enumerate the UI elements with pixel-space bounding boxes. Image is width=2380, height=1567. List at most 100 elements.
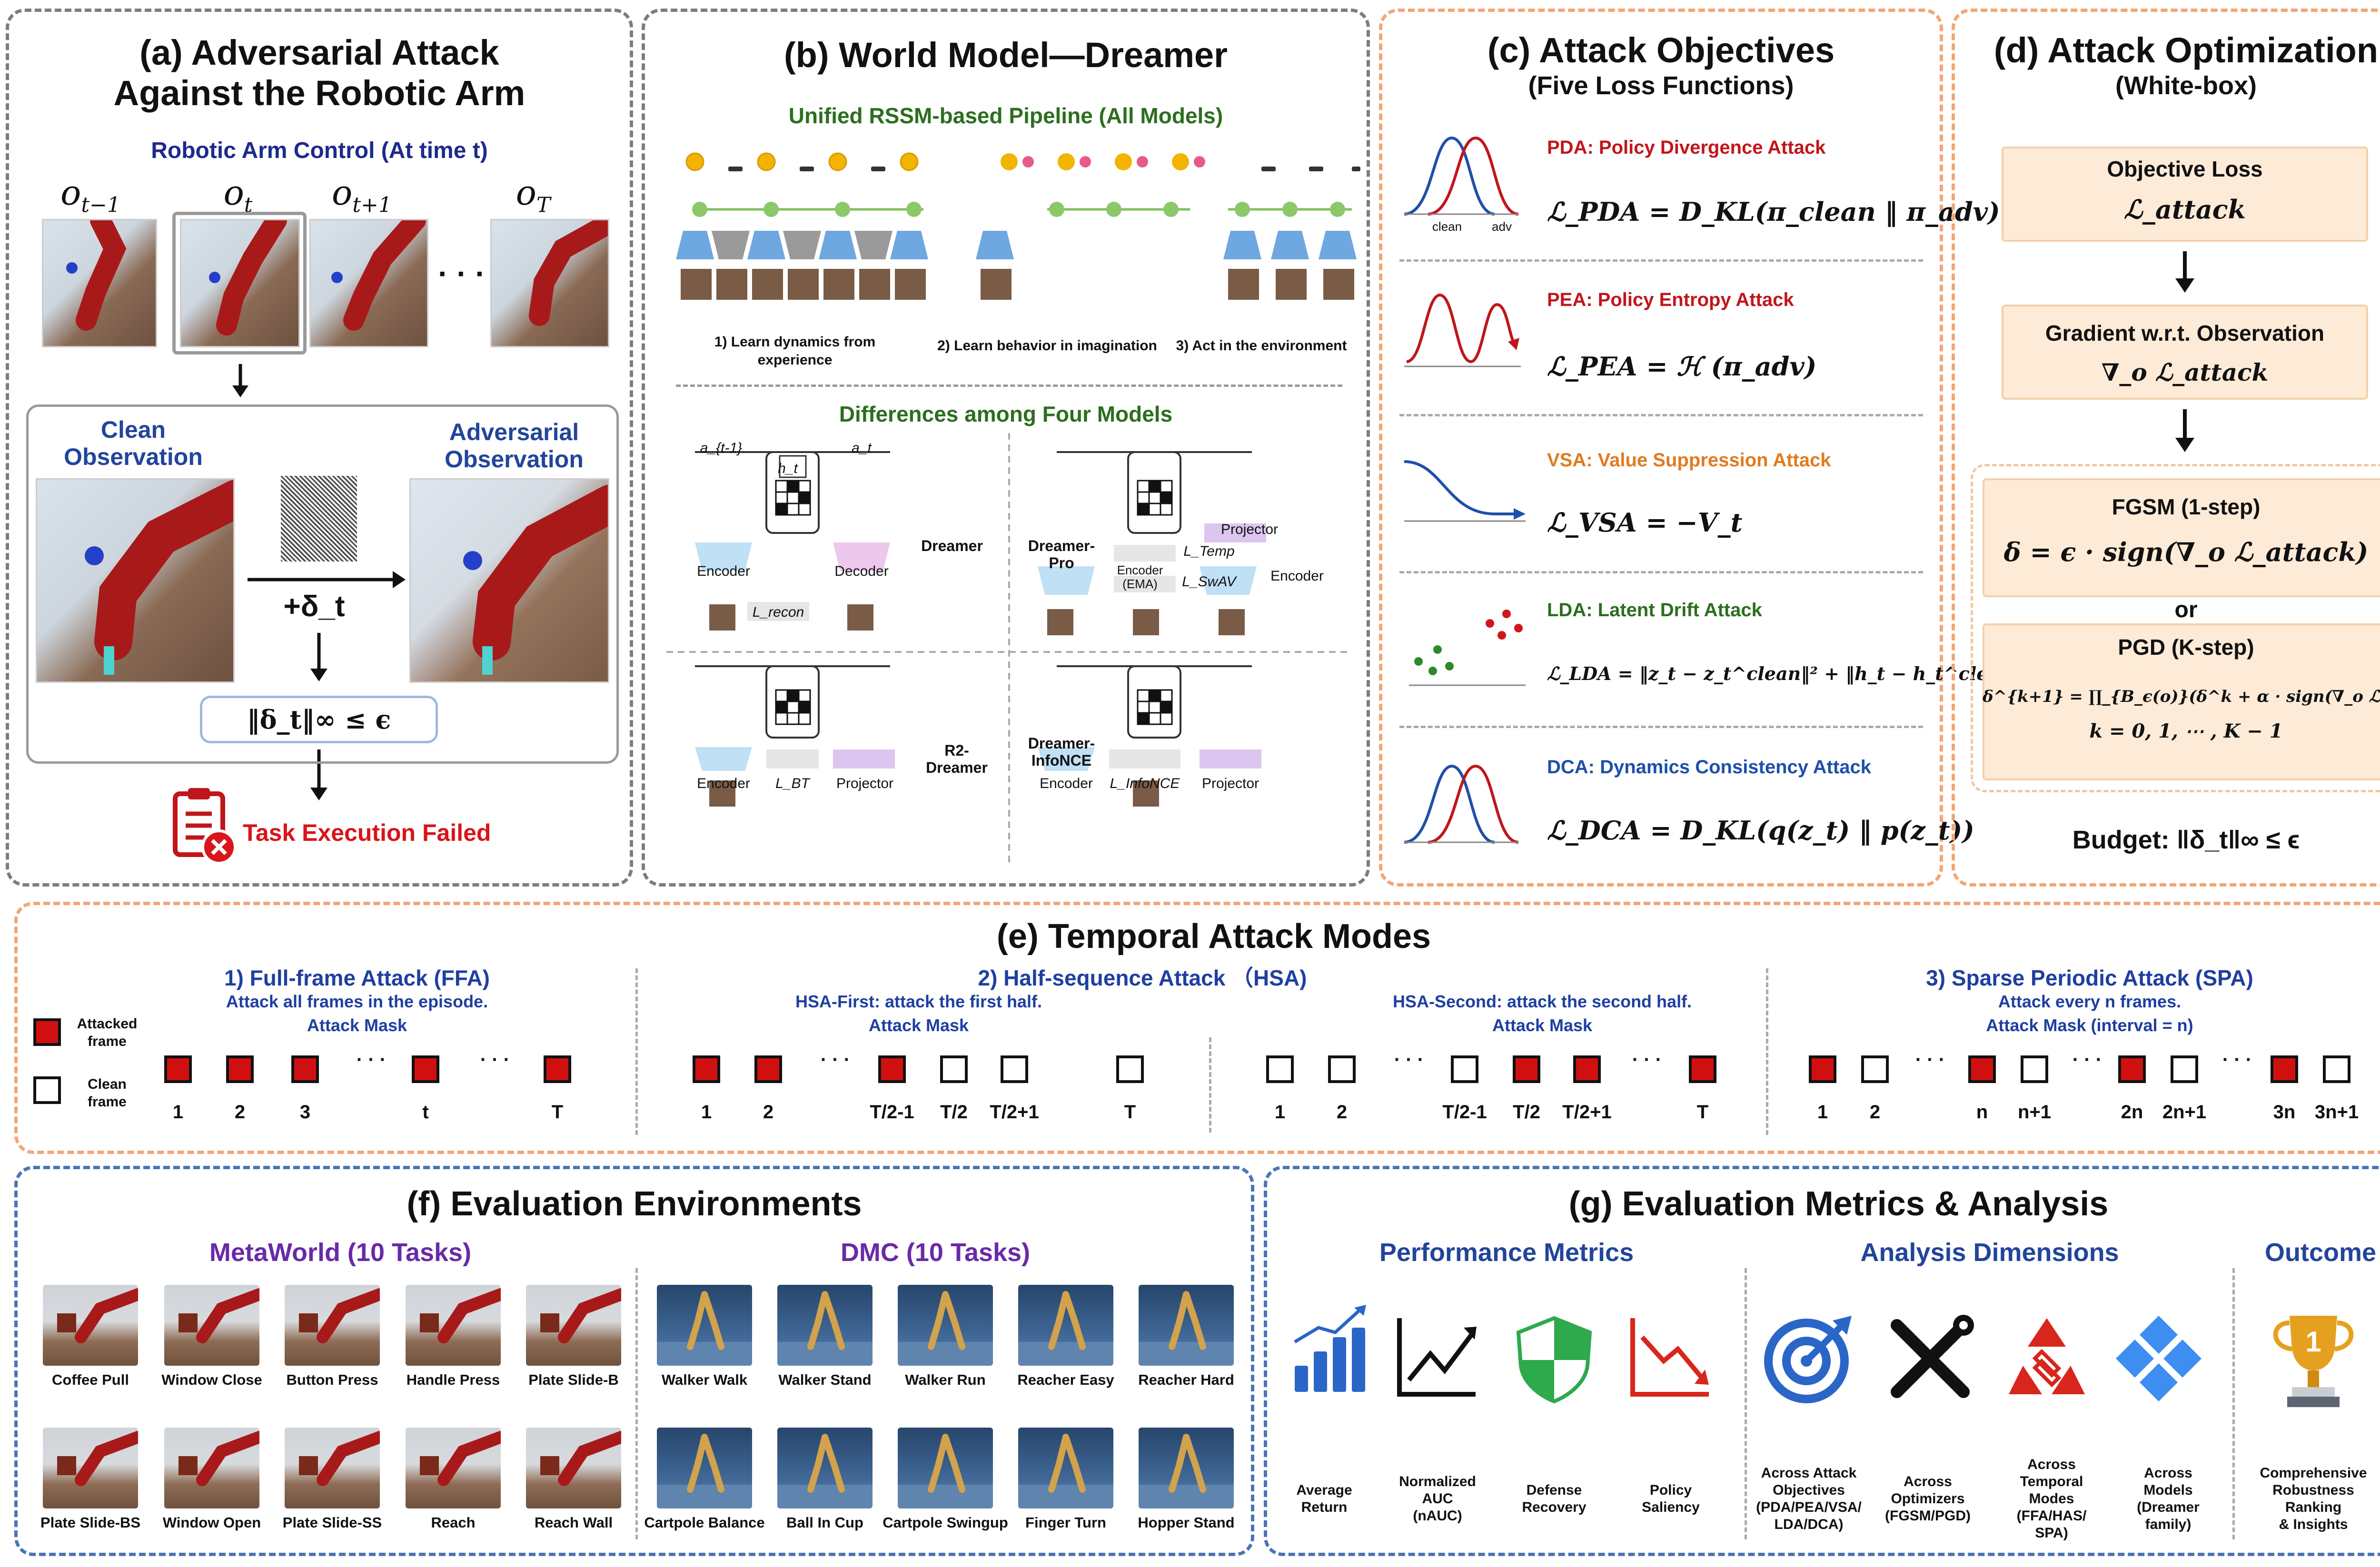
- clean-frame-square: [1451, 1055, 1478, 1083]
- panel-d-subtitle: (White-box): [2115, 71, 2257, 100]
- outcome-label: Comprehensive: [2260, 1465, 2367, 1481]
- infonce-encoder: Encoder: [1040, 776, 1093, 791]
- fgsm-formula: δ = ϵ · sign(∇_o ℒ_attack): [2003, 537, 2369, 567]
- step3-label: 3) Act in the environment: [1176, 338, 1347, 354]
- mask-frame-label: 1: [1274, 1102, 1286, 1123]
- panel-e: [14, 902, 2380, 1154]
- dmc-task-2-label: Walker Stand: [778, 1371, 872, 1388]
- step1-l1: 1) Learn dynamics from: [714, 334, 876, 350]
- metaworld-task-10-label: Reach Wall: [534, 1514, 613, 1531]
- perf-metric-label: Average: [1296, 1482, 1352, 1498]
- metaworld-task-4-label: Handle Press: [406, 1371, 500, 1388]
- metaworld-task-10-thumbnail: [526, 1428, 621, 1508]
- bar-chart-icon: [1294, 1305, 1366, 1392]
- metaworld-title: MetaWorld (10 Tasks): [209, 1238, 472, 1267]
- dmc-task-5-thumbnail: [1139, 1285, 1234, 1366]
- spa-desc: Attack every n frames.: [1998, 992, 2182, 1011]
- g-divider-1: [1745, 1268, 1747, 1539]
- pro-projector: Projector: [1220, 522, 1279, 537]
- mask-frame-label: 2: [1336, 1102, 1348, 1123]
- perf-metric-label: AUC: [1422, 1491, 1453, 1507]
- perf-metric-label: Recovery: [1522, 1499, 1587, 1515]
- attacked-frame-square: [2118, 1055, 2146, 1083]
- pea-formula: ℒ_PEA = ℋ (π_adv): [1547, 351, 1817, 382]
- metaworld-task-7-label: Window Open: [162, 1514, 261, 1531]
- metaworld-task-8-label: Plate Slide-SS: [282, 1514, 382, 1531]
- hsa-second-desc: HSA-Second: attack the second half.: [1392, 992, 1692, 1011]
- dmc-task-3-label: Walker Run: [905, 1371, 986, 1388]
- mask-frame-label: 2: [763, 1102, 774, 1123]
- r2-encoder: Encoder: [697, 776, 750, 791]
- dca-name: DCA: Dynamics Consistency Attack: [1547, 757, 1871, 778]
- optimizer-group: [1971, 464, 2380, 792]
- pro-encoder-ema: Encoder (EMA): [1117, 563, 1163, 591]
- mask-frame-label: 1: [172, 1102, 184, 1123]
- dreamer-lrecon: L_recon: [752, 604, 804, 620]
- rssm-pipeline-diagram: [676, 152, 1360, 300]
- outcome-label: Ranking: [2285, 1499, 2342, 1515]
- panel-d: [1952, 9, 2380, 887]
- ffa-mask-label: Attack Mask: [307, 1015, 407, 1035]
- line-chart-icon: [1397, 1318, 1477, 1397]
- tools-icon: [1891, 1315, 1974, 1398]
- pro-ltemp: L_Temp: [1183, 543, 1235, 559]
- attacked-frame-square: [1573, 1055, 1601, 1083]
- panel-a: [6, 9, 633, 887]
- dreamer-h: h_t: [778, 461, 798, 476]
- outcome-title: Outcome: [2264, 1238, 2377, 1267]
- pda-divider: [1399, 259, 1923, 262]
- analysis-dimension-label: Across Attack: [1761, 1465, 1857, 1481]
- analysis-dimension-label: Across: [2027, 1457, 2076, 1472]
- metaworld-task-9-label: Reach: [431, 1514, 476, 1531]
- panel-f: [14, 1166, 1254, 1556]
- metaworld-task-6-thumbnail: [43, 1428, 138, 1508]
- dca-formula: ℒ_DCA = D_KL(q(z_t) ‖ p(z_t)): [1547, 815, 1974, 846]
- current-frame-highlight: [172, 212, 307, 355]
- lda-formula: ℒ_LDA = ‖z_t − z_t^clean‖² + ‖h_t − h_t^…: [1547, 663, 2030, 684]
- diff-title: Differences among Four Models: [839, 402, 1173, 426]
- task-failed-text: Task Execution Failed: [243, 819, 491, 846]
- recycle-icon: [2009, 1318, 2085, 1394]
- attacked-frame-square: [754, 1055, 782, 1083]
- analysis-dimension-label: (Dreamer: [2137, 1499, 2200, 1515]
- dreamer-aprev: a_{t-1}: [700, 440, 743, 456]
- pipeline-title: Unified RSSM-based Pipeline (All Models): [788, 103, 1223, 128]
- metaworld-task-3-thumbnail: [285, 1285, 380, 1366]
- clean-frame-square: [1116, 1055, 1144, 1083]
- model-name-r2-dreamer: R2-Dreamer: [926, 742, 988, 776]
- panel-d-title: (d) Attack Optimization: [1993, 30, 2379, 70]
- frame-image-current: [180, 219, 300, 347]
- panel-a-subtitle: Robotic Arm Control (At time t): [151, 138, 488, 163]
- dmc-task-9-label: Finger Turn: [1025, 1514, 1106, 1531]
- mask-frame-label: t: [422, 1102, 429, 1123]
- metaworld-task-7-thumbnail: [164, 1428, 259, 1508]
- attacked-frame-square: [693, 1055, 720, 1083]
- analysis-dimension-label: SPA): [2035, 1525, 2068, 1541]
- mask-frame-label: 3n: [2273, 1102, 2296, 1123]
- dca-distribution-icon: [1404, 764, 1519, 844]
- dmc-title: DMC (10 Tasks): [840, 1238, 1031, 1267]
- perturbation-label: +δ_t: [283, 590, 345, 623]
- gradient-box: [2002, 305, 2368, 400]
- hsa-title: 2) Half-sequence Attack （HSA): [978, 966, 1307, 990]
- model-name-dreamer: Dreamer: [921, 537, 983, 554]
- dmc-task-4-label: Reacher Easy: [1017, 1371, 1114, 1388]
- dmc-task-1-label: Walker Walk: [661, 1371, 748, 1388]
- attacked-frame-square: [1513, 1055, 1540, 1083]
- attacked-frame-square: [544, 1055, 571, 1083]
- gradient-formula: ∇_o ℒ_attack: [2101, 358, 2269, 386]
- frame-image-final: [490, 219, 609, 347]
- mask-ellipsis: · · ·: [820, 1049, 851, 1070]
- vsa-value-icon: [1404, 460, 1526, 522]
- hsa-second-mask: Attack Mask: [1492, 1015, 1593, 1035]
- r2-lbt: L_BT: [775, 776, 810, 791]
- e-divider-2: [1766, 968, 1768, 1135]
- panel-e-title: (e) Temporal Attack Modes: [996, 917, 1431, 956]
- mask-frame-label: T: [1124, 1102, 1136, 1123]
- dmc-task-9-thumbnail: [1018, 1428, 1113, 1508]
- trophy-icon: 1: [2273, 1316, 2354, 1407]
- metaworld-task-5-label: Plate Slide-B: [528, 1371, 619, 1388]
- analysis-dimension-label: (PDA/PEA/VSA/: [1756, 1499, 1862, 1515]
- panel-a-title-l1: (a) Adversarial Attack: [139, 33, 499, 72]
- mask-ellipsis: · · ·: [356, 1049, 387, 1070]
